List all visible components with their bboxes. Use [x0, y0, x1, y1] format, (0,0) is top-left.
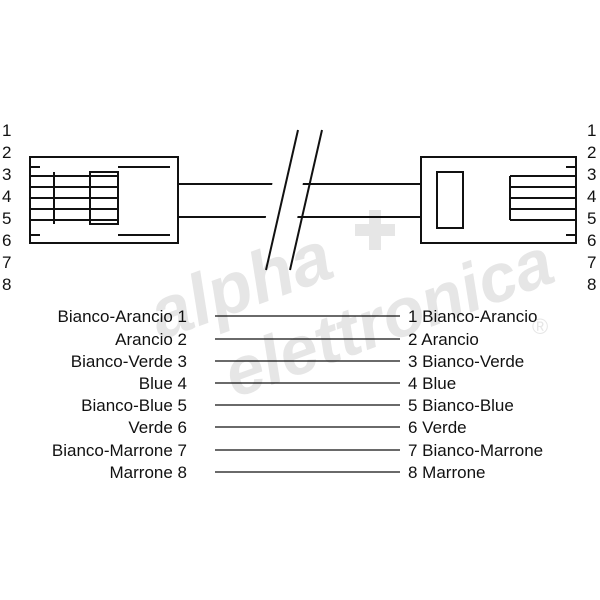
wire-label-right: 5 Bianco-Blue — [408, 396, 514, 415]
wire-label-left: Verde 6 — [128, 418, 187, 437]
wire-label-right: 6 Verde — [408, 418, 467, 437]
pin-number: 1 — [587, 121, 596, 140]
cable-break-right — [289, 129, 323, 271]
wire-label-left: Bianco-Arancio 1 — [58, 307, 187, 326]
wire-label-left: Blue 4 — [139, 374, 187, 393]
pin-number: 3 — [587, 165, 596, 184]
pin-numbers-left: 1 2 3 4 5 6 7 8 — [2, 121, 11, 294]
pin-number: 1 — [2, 121, 11, 140]
pin-number: 7 — [2, 253, 11, 272]
wire-label-right: 7 Bianco-Marrone — [408, 441, 543, 460]
connector-left — [29, 156, 179, 244]
wire-label-right: 8 Marrone — [408, 463, 485, 482]
connector-right-body — [420, 156, 577, 244]
wire-label-right: 3 Bianco-Verde — [408, 352, 524, 371]
watermark: alpha elettronica ® — [138, 210, 563, 412]
pin-number: 2 — [2, 143, 11, 162]
connector-right — [420, 156, 577, 244]
wire-label-left: Arancio 2 — [115, 330, 187, 349]
connector-right-latch — [436, 171, 464, 229]
pin-number: 5 — [2, 209, 11, 228]
wire-label-left: Bianco-Blue 5 — [81, 396, 187, 415]
wire-label-right: 1 Bianco-Arancio — [408, 307, 537, 326]
pin-number: 8 — [587, 275, 596, 294]
pin-number: 2 — [587, 143, 596, 162]
wiring-table: Bianco-Arancio 1 Arancio 2 Bianco-Verde … — [52, 307, 543, 482]
pin-number: 4 — [587, 187, 596, 206]
pin-number: 5 — [587, 209, 596, 228]
watermark-registered-mark: ® — [532, 314, 548, 339]
cable-break-left — [265, 129, 299, 271]
pin-number: 8 — [2, 275, 11, 294]
wire-label-right: 2 Arancio — [408, 330, 479, 349]
pin-numbers-right: 1 2 3 4 5 6 7 8 — [587, 121, 596, 294]
connector-left-contacts — [30, 172, 118, 224]
wire-lines — [215, 315, 400, 473]
connector-right-contacts — [509, 175, 576, 221]
pin-number: 4 — [2, 187, 11, 206]
wire-labels-right: 1 Bianco-Arancio 2 Arancio 3 Bianco-Verd… — [408, 307, 543, 482]
connector-left-latch — [89, 171, 119, 225]
pin-number: 6 — [587, 231, 596, 250]
wire-label-left: Marrone 8 — [110, 463, 187, 482]
pin-number: 7 — [587, 253, 596, 272]
cable — [178, 129, 421, 271]
wire-labels-left: Bianco-Arancio 1 Arancio 2 Bianco-Verde … — [52, 307, 187, 482]
pin-number: 6 — [2, 231, 11, 250]
wire-label-left: Bianco-Marrone 7 — [52, 441, 187, 460]
wire-label-left: Bianco-Verde 3 — [71, 352, 187, 371]
connector-left-body — [29, 156, 179, 244]
pin-number: 3 — [2, 165, 11, 184]
wire-label-right: 4 Blue — [408, 374, 456, 393]
